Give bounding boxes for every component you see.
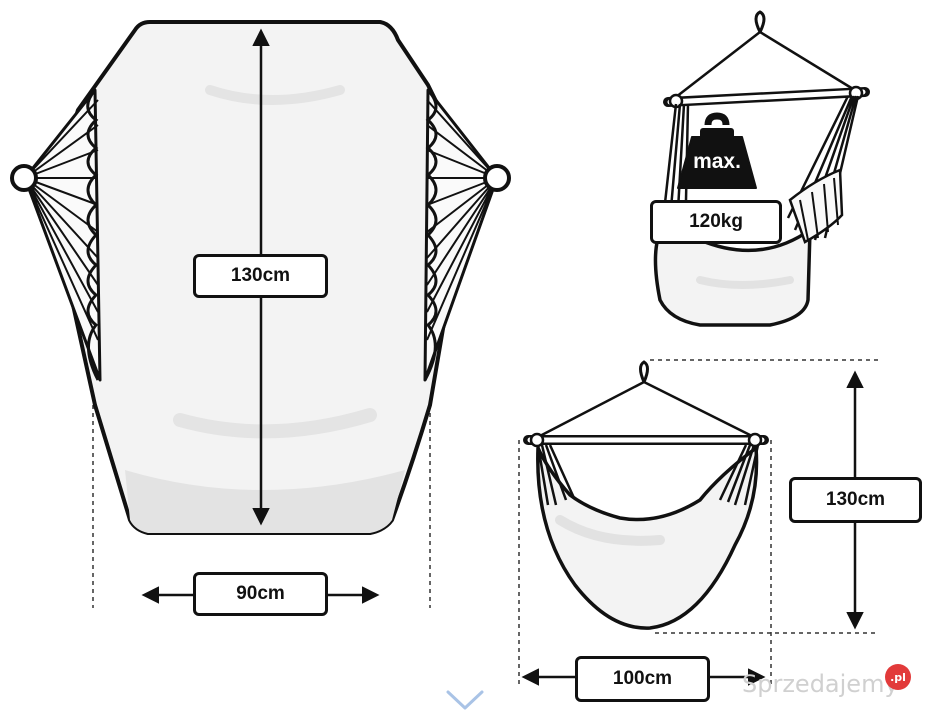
watermark-text: Sprzedajemy bbox=[742, 670, 899, 698]
side-view-hammock bbox=[518, 359, 878, 688]
front-height-label: 130cm bbox=[193, 254, 328, 298]
left-rope-fan bbox=[10, 88, 102, 382]
max-label: max. bbox=[693, 150, 741, 173]
watermark-badge: .pl bbox=[885, 664, 911, 690]
chevron-down-icon[interactable] bbox=[446, 690, 484, 710]
right-rope-fan bbox=[423, 88, 511, 382]
max-weight-label: 120kg bbox=[650, 200, 782, 244]
front-view-hammock bbox=[10, 20, 511, 608]
load-view-hammock bbox=[653, 10, 870, 327]
front-width-label: 90cm bbox=[193, 572, 328, 616]
side-height-label: 130cm bbox=[789, 477, 922, 523]
side-width-label: 100cm bbox=[575, 656, 710, 702]
weight-icon bbox=[677, 112, 757, 189]
